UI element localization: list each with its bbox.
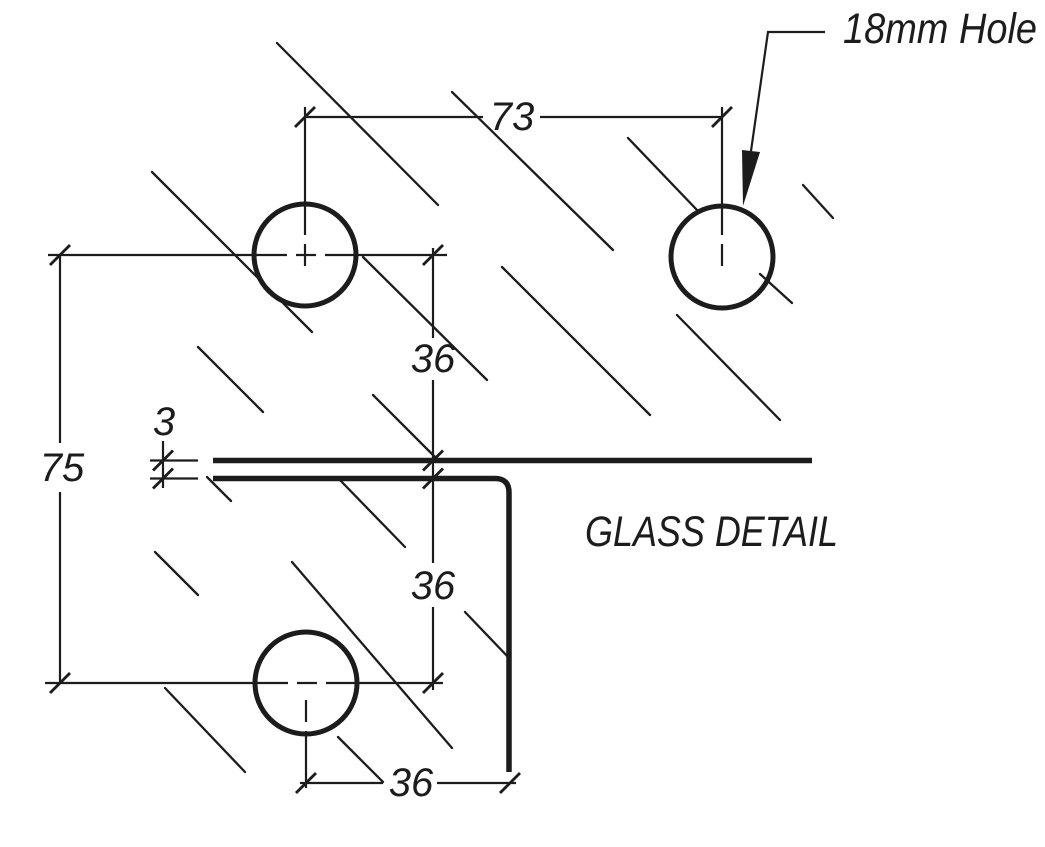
glass-edge-profile [213, 457, 812, 772]
drawing-title: GLASS DETAIL [585, 508, 838, 556]
tick-mark [422, 672, 444, 694]
tick-mark [295, 772, 317, 794]
glass-hatch-lines [150, 41, 835, 784]
dim-36-upper-value: 36 [411, 337, 456, 381]
hatch-line [336, 735, 385, 784]
hatch-line [290, 560, 454, 750]
hatch-line [463, 610, 511, 660]
tick-mark [499, 772, 521, 794]
hatch-line [450, 90, 615, 252]
hatch-line [371, 393, 439, 461]
hatch-line [801, 183, 835, 220]
hatch-line [150, 170, 314, 334]
hatch-line [275, 41, 440, 207]
tick-mark [422, 244, 444, 266]
hatch-line [361, 255, 489, 382]
tick-mark [294, 106, 316, 128]
hatch-line [675, 313, 782, 422]
tick-mark [422, 449, 444, 472]
glass-bottom-edge-l-line [213, 475, 512, 772]
holes [251, 201, 776, 737]
dim-75-value: 75 [40, 446, 85, 490]
hatch-line [626, 136, 699, 212]
hatch-line [153, 550, 200, 597]
tick-mark [422, 467, 444, 490]
dim-75: 75 [40, 255, 85, 683]
tick-mark [152, 449, 174, 472]
leader-line [749, 30, 825, 152]
hatch-line [196, 345, 265, 414]
hatch-line [500, 265, 652, 417]
hole-callout-label: 18mm Hole [843, 5, 1037, 53]
dim-3: 3 [150, 400, 198, 488]
hatch-line [336, 476, 407, 549]
hatch-line [205, 475, 233, 503]
dim-36-bottom: 36 [300, 761, 516, 805]
tick-mark [49, 244, 71, 266]
dim-73: 73 [305, 95, 722, 139]
tick-mark [152, 467, 174, 490]
hatch-line [163, 686, 247, 774]
dim-73-value: 73 [490, 95, 535, 139]
hatch-line [758, 272, 794, 305]
hole-callout: 18mm Hole [742, 5, 1037, 206]
dim-36-bottom-value: 36 [389, 761, 434, 805]
dimension-ticks [49, 106, 733, 794]
tick-mark [711, 106, 733, 128]
dim-36-lower-value: 36 [411, 564, 456, 608]
leader-arrowhead-icon [742, 150, 760, 206]
extension-lines [45, 107, 724, 788]
dim-3-value: 3 [153, 400, 175, 444]
dim-36-chain: 36 36 [411, 248, 456, 690]
tick-mark [49, 672, 71, 694]
